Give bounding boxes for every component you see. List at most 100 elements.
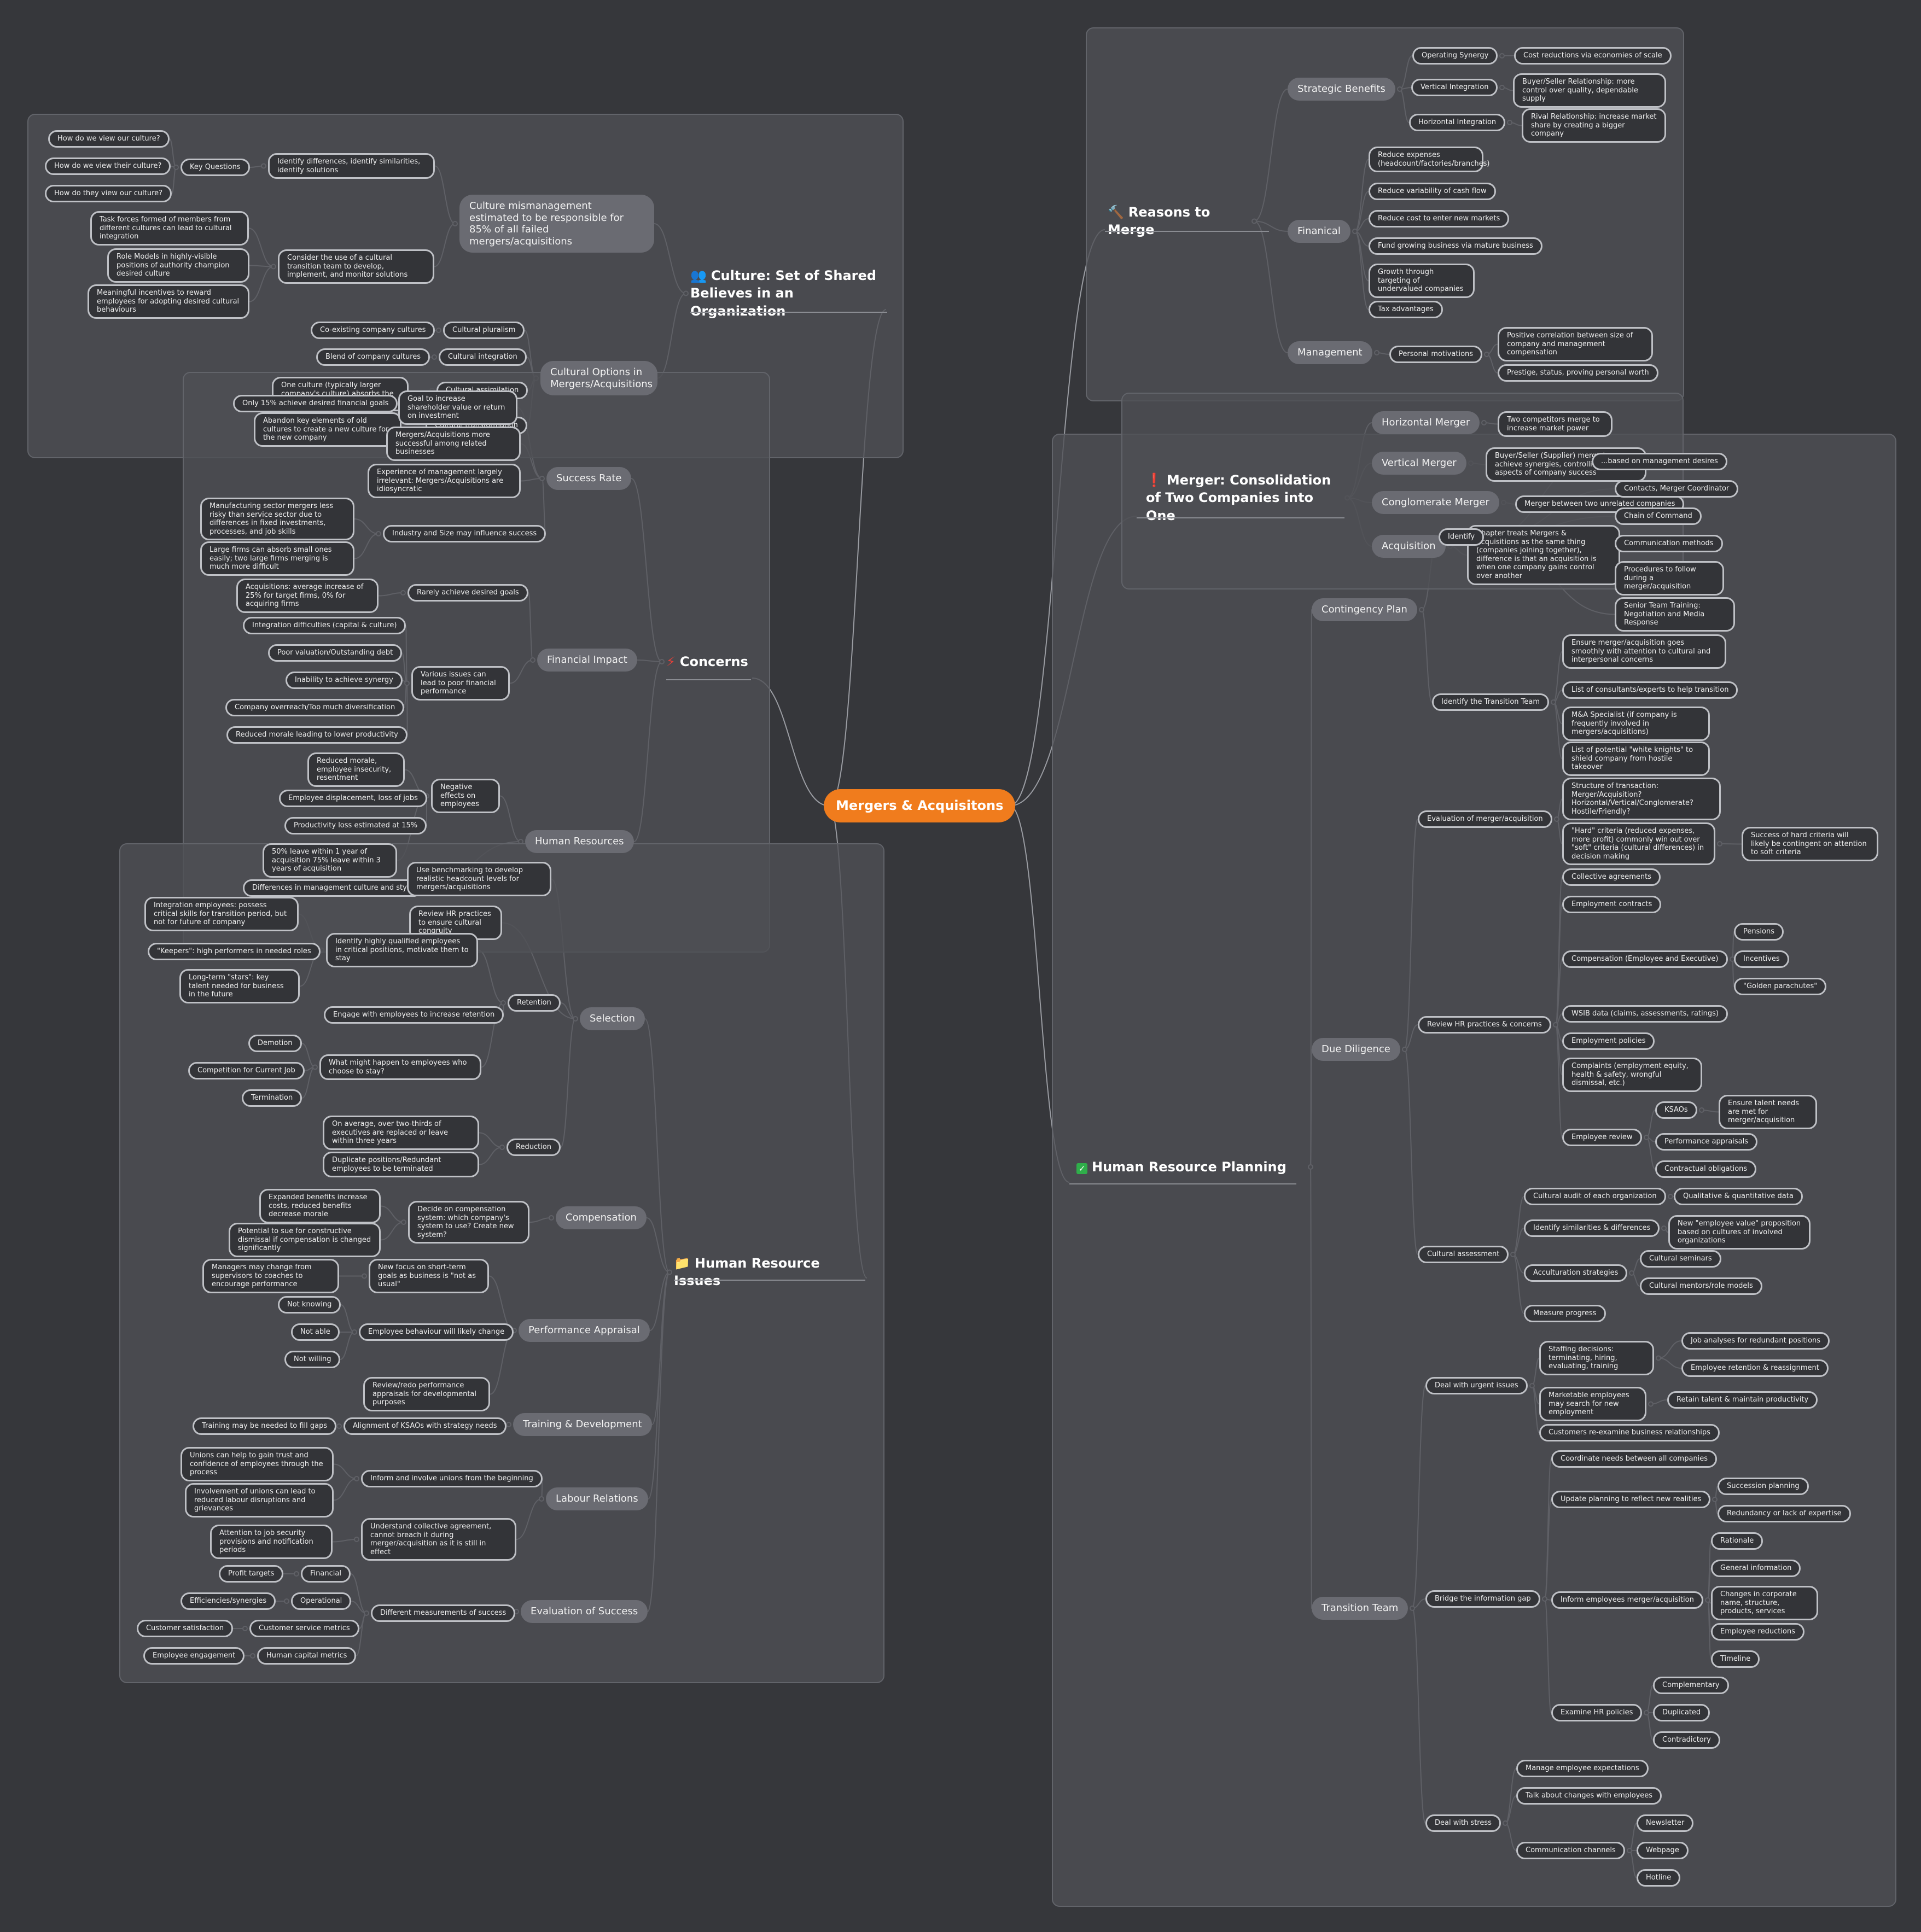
hri-not-willing[interactable]: Not willing: [284, 1351, 341, 1368]
hrp-talk[interactable]: Talk about changes with employees: [1516, 1787, 1662, 1805]
culture-q3[interactable]: How do they view our culture?: [45, 185, 172, 202]
hri-attention[interactable]: Attention to job security provisions and…: [210, 1525, 333, 1559]
hrp-t3[interactable]: M&A Specialist (if company is frequently…: [1562, 707, 1710, 741]
hrp-measure[interactable]: Measure progress: [1524, 1305, 1606, 1322]
hrp-talent[interactable]: Ensure talent needs are met for merger/a…: [1719, 1095, 1817, 1129]
topic-merger[interactable]: ❗Merger: Consolidation of Two Companies …: [1146, 472, 1331, 523]
culture-blend[interactable]: Blend of company cultures: [316, 348, 430, 366]
hri-measurements[interactable]: Different measurements of success: [371, 1604, 516, 1622]
hrp-contradictory[interactable]: Contradictory: [1653, 1731, 1720, 1749]
culture-options[interactable]: Cultural Options in Mergers/Acquisitions: [540, 361, 657, 396]
topic-hrp[interactable]: ✓Human Resource Planning: [1076, 1158, 1306, 1176]
topic-hr-issues[interactable]: 📁Human Resource Issues: [674, 1256, 820, 1289]
hrp-marketable[interactable]: Marketable employees may search for new …: [1539, 1387, 1646, 1421]
concerns-manufacturing[interactable]: Manufacturing sector mergers less risky …: [200, 498, 354, 541]
merger-acquisition[interactable]: Acquisition: [1372, 535, 1446, 558]
hrp-due[interactable]: Due Diligence: [1312, 1038, 1400, 1061]
culture-incentives[interactable]: Meaningful incentives to reward employee…: [88, 284, 249, 319]
hri-evaluation[interactable]: Evaluation of Success: [521, 1600, 648, 1623]
culture-transition-team[interactable]: Consider the use of a cultural transitio…: [278, 249, 434, 284]
hrp-stress[interactable]: Deal with stress: [1425, 1814, 1501, 1832]
hrp-staffing[interactable]: Staffing decisions: terminating, hiring,…: [1539, 1341, 1654, 1375]
hrp-retention[interactable]: Employee retention & reassignment: [1681, 1359, 1829, 1377]
topic-concerns[interactable]: ⚡Concerns: [666, 653, 754, 670]
hri-stars[interactable]: Long-term "stars": key talent needed for…: [179, 969, 300, 1003]
hrp-job-analyses[interactable]: Job analyses for redundant positions: [1681, 1332, 1830, 1350]
reasons-buyer[interactable]: Buyer/Seller Relationship: more control …: [1513, 73, 1666, 108]
concerns-various[interactable]: Various issues can lead to poor financia…: [411, 666, 510, 701]
reasons-f6[interactable]: Tax advantages: [1369, 301, 1443, 318]
hri-redo[interactable]: Review/redo performance appraisals for d…: [363, 1377, 490, 1411]
hri-compensation[interactable]: Compensation: [556, 1206, 647, 1229]
hrp-urgent[interactable]: Deal with urgent issues: [1425, 1377, 1528, 1394]
hrp-success-hard[interactable]: Success of hard criteria will likely be …: [1742, 827, 1878, 861]
hrp-contingency[interactable]: Contingency Plan: [1312, 598, 1417, 621]
hrp-ksaos[interactable]: KSAOs: [1655, 1101, 1697, 1119]
hri-profit[interactable]: Profit targets: [219, 1565, 284, 1583]
topic-culture[interactable]: 👥Culture: Set of Shared Believes in an O…: [690, 268, 876, 319]
topic-reasons[interactable]: 🔨Reasons to Merge: [1108, 205, 1210, 238]
hrp-succession[interactable]: Succession planning: [1718, 1478, 1809, 1495]
concerns-rarely[interactable]: Rarely achieve desired goals: [408, 584, 528, 602]
hri-engage[interactable]: Engage with employees to increase retent…: [324, 1006, 504, 1024]
reasons-m2[interactable]: Prestige, status, proving personal worth: [1498, 364, 1658, 382]
hri-expanded[interactable]: Expanded benefits increase costs, reduce…: [259, 1189, 381, 1223]
reasons-f3[interactable]: Reduce cost to enter new markets: [1369, 210, 1510, 227]
hri-fill-gaps[interactable]: Training may be needed to fill gaps: [193, 1417, 337, 1435]
hri-what-might[interactable]: What might happen to employees who choos…: [319, 1054, 481, 1081]
merger-a1[interactable]: Chapter treats Mergers & Acquisitions as…: [1467, 525, 1620, 585]
hrp-chain[interactable]: Chain of Command: [1615, 507, 1702, 525]
concerns-goal[interactable]: Goal to increase shareholder value or re…: [398, 390, 517, 425]
hri-selection[interactable]: Selection: [580, 1007, 645, 1030]
hrp-golden[interactable]: "Golden parachutes": [1734, 978, 1827, 995]
hri-engagement[interactable]: Employee engagement: [143, 1647, 245, 1665]
hrp-r1[interactable]: Collective agreements: [1562, 868, 1661, 886]
hrp-complementary[interactable]: Complementary: [1653, 1677, 1729, 1694]
reasons-vertical[interactable]: Vertical Integration: [1411, 79, 1498, 96]
hrp-identify-partial[interactable]: Identify: [1439, 528, 1485, 546]
hrp-customers[interactable]: Customers re-examine business relationsh…: [1539, 1424, 1720, 1441]
hri-understand[interactable]: Understand collective agreement, cannot …: [361, 1518, 516, 1561]
hri-financial[interactable]: Financial: [301, 1565, 351, 1583]
concerns-experience[interactable]: Experience of management largely irrelev…: [368, 464, 521, 498]
hrp-rationale[interactable]: Rationale: [1711, 1532, 1763, 1550]
hrp-inform[interactable]: Inform employees merger/acquisition: [1551, 1591, 1703, 1609]
hrp-channels[interactable]: Communication channels: [1516, 1842, 1625, 1859]
reasons-f1[interactable]: Reduce expenses (headcount/factories/bra…: [1369, 147, 1489, 173]
concerns-financial[interactable]: Financial Impact: [537, 649, 637, 672]
hri-sue[interactable]: Potential to sue for constructive dismis…: [229, 1223, 381, 1257]
hri-benchmarking[interactable]: Use benchmarking to develop realistic he…: [407, 862, 551, 896]
hrp-r2[interactable]: Employment contracts: [1562, 896, 1662, 913]
hrp-audit[interactable]: Cultural audit of each organization: [1524, 1188, 1666, 1205]
hrp-examine[interactable]: Examine HR policies: [1551, 1704, 1643, 1721]
hri-efficiencies[interactable]: Efficiencies/synergies: [181, 1592, 276, 1610]
hrp-mentors[interactable]: Cultural mentors/role models: [1640, 1277, 1762, 1295]
hrp-seminars[interactable]: Cultural seminars: [1640, 1250, 1721, 1268]
hrp-t2[interactable]: List of consultants/experts to help tran…: [1562, 681, 1738, 699]
concerns-negative[interactable]: Negative effects on employees: [431, 779, 500, 813]
hri-keepers[interactable]: "Keepers": high performers in needed rol…: [148, 943, 321, 960]
concerns-fi5[interactable]: Reduced morale leading to lower producti…: [226, 726, 408, 744]
reasons-horizontal[interactable]: Horizontal Integration: [1409, 114, 1506, 131]
hrp-based-on[interactable]: ...based on management desires: [1592, 453, 1727, 470]
hrp-reductions[interactable]: Employee reductions: [1711, 1623, 1804, 1641]
hrp-redundancy[interactable]: Redundancy or lack of expertise: [1718, 1505, 1851, 1522]
hri-integration-emp[interactable]: Integration employees: possess critical …: [144, 897, 299, 931]
hri-not-able[interactable]: Not able: [291, 1323, 340, 1341]
hrp-cultural-assess[interactable]: Cultural assessment: [1418, 1246, 1509, 1263]
culture-pluralism[interactable]: Cultural pluralism: [443, 322, 525, 339]
hrp-r6[interactable]: Complaints (employment equity, health & …: [1562, 1058, 1702, 1092]
concerns-only15[interactable]: Only 15% achieve desired financial goals: [233, 395, 398, 412]
hrp-contractual[interactable]: Contractual obligations: [1655, 1160, 1757, 1178]
hri-decide[interactable]: Decide on compensation system: which com…: [408, 1201, 529, 1244]
concerns-fi1[interactable]: Integration difficulties (capital & cult…: [243, 617, 406, 634]
hrp-review[interactable]: Review HR practices & concerns: [1418, 1016, 1551, 1034]
concerns-differences[interactable]: Differences in management culture and st…: [243, 879, 423, 897]
concerns-industry[interactable]: Industry and Size may influence success: [383, 525, 546, 542]
reasons-strategic[interactable]: Strategic Benefits: [1288, 78, 1395, 101]
hrp-t4[interactable]: List of potential "white knights" to shi…: [1562, 742, 1710, 776]
merger-horizontal[interactable]: Horizontal Merger: [1372, 411, 1480, 434]
hrp-transition[interactable]: Transition Team: [1312, 1597, 1408, 1620]
culture-coexisting[interactable]: Co-existing company cultures: [311, 322, 435, 339]
hri-perf[interactable]: Performance Appraisal: [519, 1319, 650, 1342]
